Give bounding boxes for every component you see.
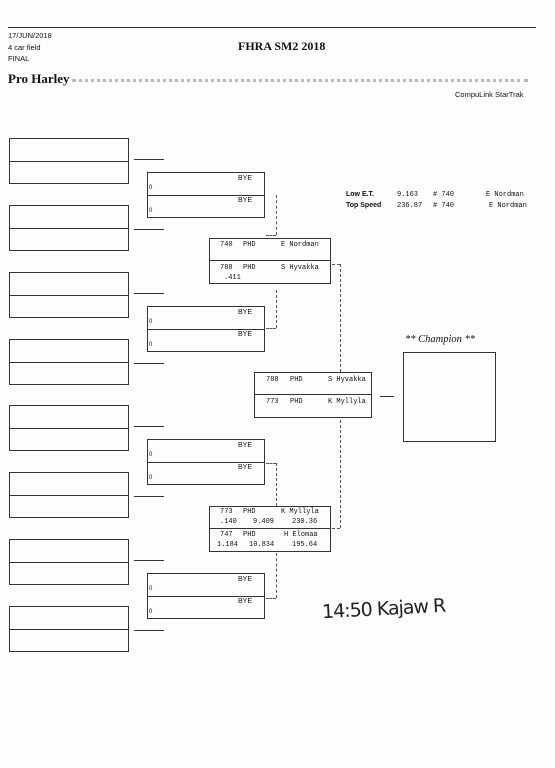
bye-zero: 0 [149, 185, 153, 191]
bye-connector [266, 598, 276, 599]
bye-label: BYE [238, 576, 253, 583]
final-connector [380, 396, 394, 397]
semi2-top-driver: K Myllyla [281, 508, 319, 516]
final-bottom-driver: K Myllyla [328, 398, 366, 406]
semi2-top-car: 773 [220, 508, 233, 516]
bye-connector [266, 463, 276, 464]
final-bottom-class: PHD [290, 398, 303, 406]
r1-connector [134, 229, 164, 230]
semi1-bottom-car: 788 [220, 264, 233, 272]
final-bottom-car: 773 [266, 398, 279, 406]
field-size: 4 car field [8, 43, 41, 52]
class-dotted-rule [72, 79, 528, 82]
bye-label: BYE [238, 175, 253, 182]
bye-connector [276, 463, 277, 506]
semi1-top-class: PHD [243, 241, 256, 249]
r1-divider [9, 428, 129, 429]
top-speed-driver: E Nordman [489, 202, 527, 210]
semi1-top-driver: E Nordman [281, 241, 319, 249]
bye-connector [266, 235, 276, 236]
final-top-class: PHD [290, 376, 303, 384]
class-title: Pro Harley [8, 71, 70, 86]
semi-connector [340, 264, 341, 372]
semi-divider [209, 260, 331, 261]
final-match [254, 372, 372, 418]
semi-match-2 [209, 506, 331, 552]
r1-connector [134, 496, 164, 497]
bye-label: BYE [238, 442, 253, 449]
bye-connector [266, 328, 276, 329]
bye-label: BYE [238, 464, 253, 471]
semi2-top-et: 9.409 [253, 518, 275, 526]
r1-connector [134, 630, 164, 631]
final-top-driver: S Hyvakka [328, 376, 366, 384]
semi2-bottom-rt: 1.184 [217, 541, 239, 549]
bye-zero: 0 [149, 609, 153, 615]
r1-connector [134, 426, 164, 427]
semi1-bottom-class: PHD [243, 264, 256, 272]
bye-zero: 0 [149, 586, 153, 592]
bye-connector [276, 195, 277, 235]
semi1-bottom-rt: .411 [224, 274, 241, 282]
bye-label: BYE [238, 598, 253, 605]
low-et-car: # 740 [433, 191, 455, 199]
race-date: 17/JUN/2018 [8, 31, 52, 40]
semi1-top-car: 740 [220, 241, 233, 249]
top-speed-car: # 740 [433, 202, 455, 210]
vendor-label: CompuLink StarTrak [455, 90, 524, 99]
bye-zero: 0 [149, 475, 153, 481]
event-title: FHRA SM2 2018 [238, 39, 326, 53]
low-et-driver: E Nordman [486, 191, 524, 199]
round-label: FINAL [8, 54, 30, 63]
semi2-bottom-driver: H Elomaa [284, 531, 318, 539]
final-divider [254, 394, 372, 395]
semi-match-1 [209, 238, 331, 284]
final-top-car: 788 [266, 376, 279, 384]
header-rule [8, 27, 536, 28]
bye-zero: 0 [149, 208, 153, 214]
semi2-top-class: PHD [243, 508, 256, 516]
bye-divider [147, 329, 265, 330]
r1-divider [9, 161, 129, 162]
semi2-bottom-class: PHD [243, 531, 256, 539]
bye-divider [147, 195, 265, 196]
r1-divider [9, 228, 129, 229]
r1-connector [134, 560, 164, 561]
semi2-top-rt: .140 [220, 518, 237, 526]
bye-label: BYE [238, 331, 253, 338]
semi1-bottom-driver: S Hyvakka [281, 264, 319, 272]
champion-box [403, 352, 496, 442]
r1-divider [9, 362, 129, 363]
bye-connector [276, 290, 277, 328]
bye-zero: 0 [149, 342, 153, 348]
r1-divider [9, 629, 129, 630]
semi-connector [332, 528, 340, 529]
bye-divider [147, 596, 265, 597]
r1-connector [134, 363, 164, 364]
semi2-bottom-car: 747 [220, 531, 233, 539]
semi-divider [209, 528, 331, 529]
semi-connector [340, 420, 341, 528]
r1-divider [9, 562, 129, 563]
r1-divider [9, 495, 129, 496]
semi-connector [332, 264, 340, 265]
semi2-top-mph: 230.36 [292, 518, 318, 526]
r1-connector [134, 293, 164, 294]
r1-divider [9, 295, 129, 296]
bye-label: BYE [238, 309, 253, 316]
semi2-bottom-mph: 195.64 [292, 541, 318, 549]
semi2-bottom-et: 10.834 [249, 541, 275, 549]
champion-label: ** Champion ** [405, 334, 476, 345]
top-speed-value: 236.87 [397, 202, 423, 210]
top-speed-label: Top Speed [346, 202, 382, 209]
low-et-value: 9.163 [397, 191, 419, 199]
bye-connector [276, 553, 277, 598]
bye-zero: 0 [149, 452, 153, 458]
r1-connector [134, 159, 164, 160]
bye-zero: 0 [149, 319, 153, 325]
bye-divider [147, 462, 265, 463]
bye-label: BYE [238, 197, 253, 204]
low-et-label: Low E.T. [346, 191, 374, 198]
handwritten-signature: 14:50 Kajaw R [321, 594, 446, 624]
